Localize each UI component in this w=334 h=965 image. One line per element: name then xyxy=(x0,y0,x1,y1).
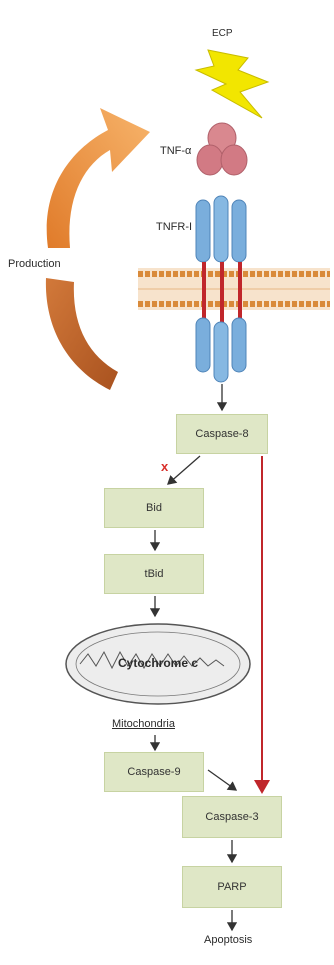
tnfr-label: TNFR-I xyxy=(156,221,192,233)
lightning-icon xyxy=(196,50,268,118)
tnfr-receptor-icon xyxy=(196,196,246,382)
apoptosis-label: Apoptosis xyxy=(204,934,252,946)
caspase-3-label: Caspase-3 xyxy=(205,811,258,823)
parp-label: PARP xyxy=(217,881,246,893)
caspase-8-label: Caspase-8 xyxy=(195,428,248,440)
arrow-caspase8-to-bid xyxy=(168,456,200,484)
cytochrome-c-label: Cytochrome c xyxy=(118,656,198,670)
caspase-8-box: Caspase-8 xyxy=(176,414,268,454)
bid-label: Bid xyxy=(146,502,162,514)
tbid-label: tBid xyxy=(145,568,164,580)
tnf-alpha-icon xyxy=(197,123,247,175)
tnf-alpha-label: TNF-α xyxy=(160,145,191,157)
caspase-9-label: Caspase-9 xyxy=(127,766,180,778)
arrow-caspase9-to-caspase3 xyxy=(208,770,236,790)
production-arrow-icon xyxy=(46,108,150,390)
cell-membrane xyxy=(138,268,330,310)
mitochondria-label: Mitochondria xyxy=(112,718,175,730)
production-label: Production xyxy=(8,258,61,270)
caspase-9-box: Caspase-9 xyxy=(104,752,204,792)
ecp-label: ECP xyxy=(212,28,233,39)
parp-box: PARP xyxy=(182,866,282,908)
inhibition-mark: x xyxy=(161,459,168,474)
caspase-3-box: Caspase-3 xyxy=(182,796,282,838)
bid-box: Bid xyxy=(104,488,204,528)
tbid-box: tBid xyxy=(104,554,204,594)
